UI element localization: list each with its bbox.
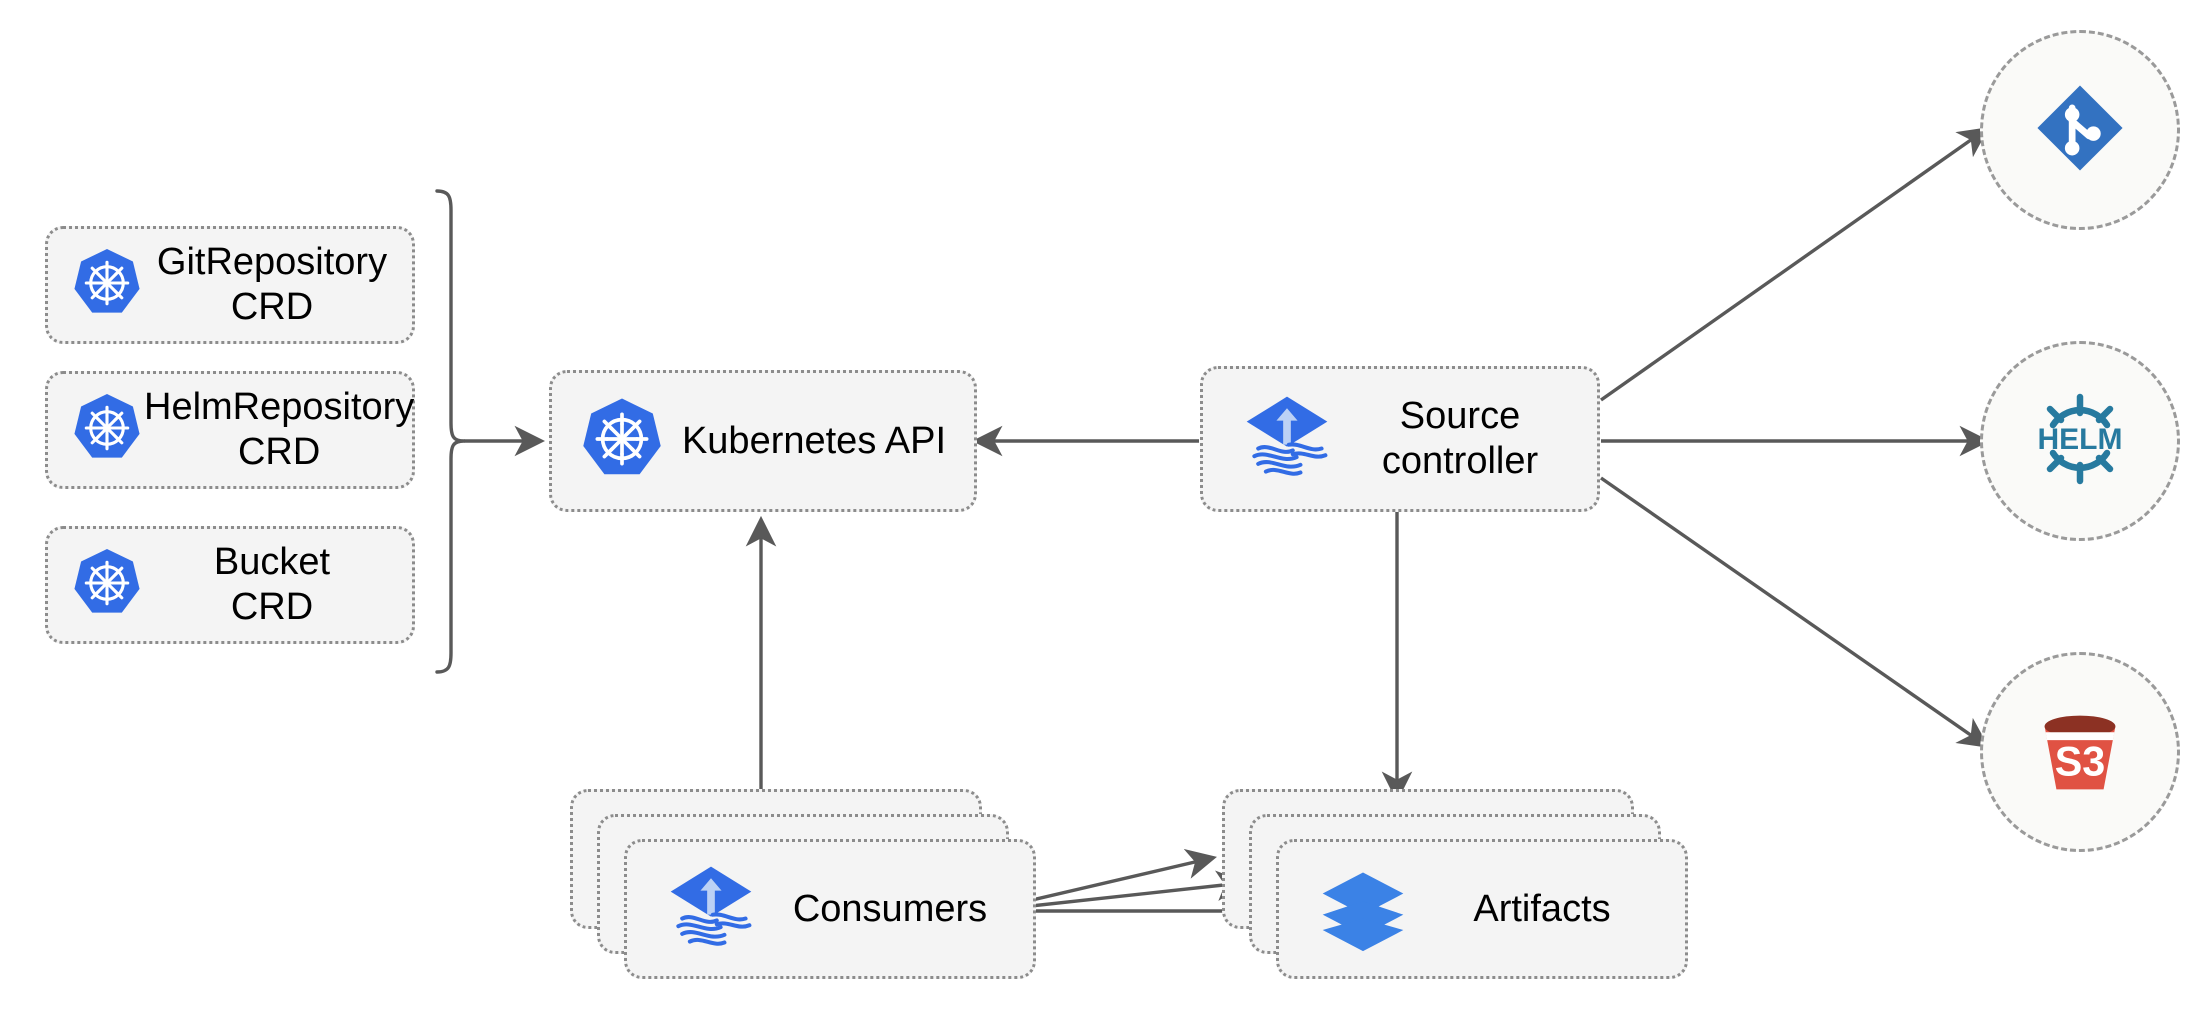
edge-source-controller-to-s3 bbox=[1600, 476, 1990, 748]
node-source-controller[interactable]: Source controller bbox=[1200, 366, 1600, 512]
kubernetes-icon bbox=[70, 391, 144, 470]
node-label: Source controller bbox=[1381, 395, 1539, 482]
edge-source-controller-to-git bbox=[1600, 127, 1990, 402]
helm-wordmark: HELM bbox=[2038, 423, 2123, 456]
node-consumers[interactable]: Consumers bbox=[624, 839, 1036, 979]
node-bucket-crd[interactable]: Bucket CRD bbox=[45, 526, 415, 644]
git-icon bbox=[2024, 72, 2136, 189]
node-label: Kubernetes API bbox=[681, 419, 947, 462]
node-label: Bucket CRD bbox=[213, 541, 331, 628]
node-artifacts[interactable]: Artifacts bbox=[1276, 839, 1688, 979]
node-label: Consumers bbox=[792, 887, 988, 930]
external-git[interactable] bbox=[1980, 30, 2180, 230]
node-label: HelmRepository CRD bbox=[144, 386, 415, 473]
external-s3[interactable]: S3 bbox=[1980, 652, 2180, 852]
kubernetes-icon bbox=[70, 246, 144, 325]
kubernetes-icon bbox=[578, 395, 666, 488]
node-kubernetes-api[interactable]: Kubernetes API bbox=[549, 370, 977, 512]
helm-icon: HELM bbox=[2020, 379, 2140, 504]
flux-icon bbox=[663, 859, 759, 960]
kubernetes-icon bbox=[70, 546, 144, 625]
node-label: Artifacts bbox=[1473, 887, 1611, 930]
node-gitrepository-crd[interactable]: GitRepository CRD bbox=[45, 226, 415, 344]
node-label: GitRepository CRD bbox=[156, 241, 388, 328]
flux-icon bbox=[1239, 389, 1335, 490]
s3-wordmark: S3 bbox=[2055, 738, 2106, 784]
crd-group-bracket bbox=[435, 189, 466, 674]
external-helm[interactable]: HELM bbox=[1980, 341, 2180, 541]
node-helmrepository-crd[interactable]: HelmRepository CRD bbox=[45, 371, 415, 489]
layers-icon bbox=[1315, 859, 1411, 960]
s3-icon: S3 bbox=[2021, 691, 2139, 814]
